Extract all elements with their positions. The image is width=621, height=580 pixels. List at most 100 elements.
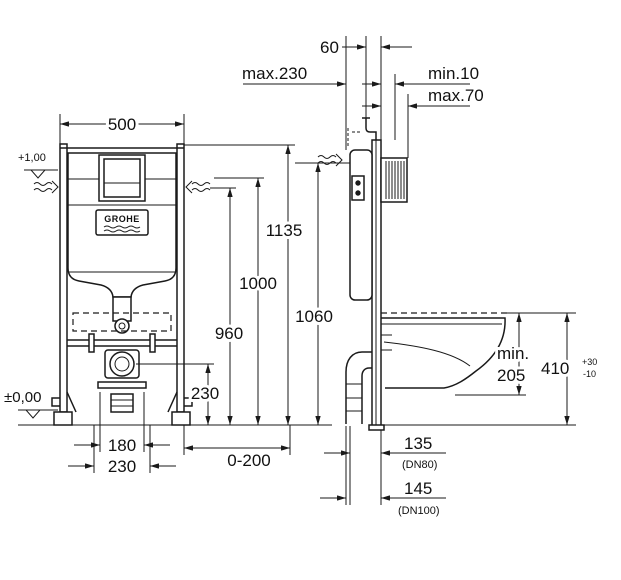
flush-pipe	[112, 296, 132, 322]
bowl-mounting	[88, 333, 156, 353]
drain-pipe	[110, 393, 134, 413]
dimension-60: 60	[320, 38, 412, 57]
inlet-connector-box	[380, 157, 408, 203]
dimension-230-bottom: 230	[68, 425, 176, 476]
dimension-max-70: max.70	[362, 86, 484, 109]
valve-bolt-bottom	[355, 190, 361, 196]
drain-pipe-rings	[111, 399, 133, 407]
dimension-145-label: 145	[404, 479, 432, 498]
flush-plate	[98, 154, 146, 202]
dimension-60-label: 60	[320, 38, 339, 57]
flush-plate-buttons	[103, 158, 141, 198]
valve-bolt-top	[355, 180, 361, 186]
dimension-135-label: 135	[404, 434, 432, 453]
drain-circle	[109, 351, 135, 377]
dimension-180-label: 180	[108, 436, 136, 455]
installation-frame	[51, 143, 193, 426]
frame-left-foot	[53, 411, 73, 426]
bottom-extension-lines	[345, 426, 382, 505]
extension-lines	[99, 392, 145, 452]
dimension-135: 135 (DN80)	[324, 431, 446, 471]
dimension-1135-label: 1135	[266, 221, 303, 240]
dimension-205-min-label: min.	[497, 344, 529, 363]
toilet-bowl	[381, 312, 508, 389]
dimension-1000: 1000	[214, 177, 280, 425]
dimension-410-label: 410	[541, 359, 569, 378]
frame-right-foot	[171, 411, 191, 426]
grohe-logo: GROHE	[95, 209, 149, 236]
logo-waves	[103, 225, 141, 233]
logo-text: GROHE	[104, 214, 140, 224]
dimension-500: 500	[59, 112, 185, 144]
dimension-205-label: 205	[497, 366, 525, 385]
front-view: GROHE +1,00	[4, 112, 350, 476]
level-marker-floor: ±0,00	[4, 389, 58, 419]
dimension-min-10: min.10	[362, 64, 479, 87]
tolerance-minus: -10	[583, 369, 596, 379]
cistern-side	[349, 149, 373, 301]
dimension-410: 410 +30 -10	[505, 312, 597, 425]
frame-left-post	[59, 143, 68, 413]
inlet-thread-hatching	[385, 161, 405, 199]
dimension-1135: 1135	[184, 144, 305, 425]
cistern-bands	[68, 178, 176, 273]
flush-pipe-joint-inner	[118, 322, 126, 330]
level-top-label: +1,00	[18, 152, 46, 164]
actuator-bracket	[362, 117, 377, 140]
dimension-145-dn-label: (DN100)	[398, 505, 440, 517]
pipe-outer	[345, 351, 372, 424]
water-inlet-right-icon	[185, 180, 211, 194]
cistern-side-valve	[351, 175, 365, 201]
dimension-min-10-label: min.10	[428, 64, 479, 83]
frame-right-post	[176, 143, 185, 413]
dimension-205: min. 205	[455, 313, 532, 396]
dimension-max-70-label: max.70	[428, 86, 484, 105]
mounting-bolt-left	[88, 333, 95, 353]
dimension-145: 145 (DN100)	[320, 476, 446, 517]
bowl-inner-curve	[383, 341, 471, 367]
frame-right-brace	[167, 391, 193, 413]
bowl-body	[381, 317, 506, 389]
cistern-side-body	[349, 149, 373, 301]
level-top-triangle-icon	[29, 169, 47, 179]
drain-outlet	[97, 349, 147, 413]
dimension-0-200-label: 0-200	[227, 451, 270, 470]
dimension-230-drain-label: 230	[191, 384, 219, 403]
level-floor-triangle-icon	[24, 409, 42, 419]
side-view: 60 max.230 min.10 max.70	[242, 36, 597, 517]
dimension-960: 960	[210, 187, 246, 425]
drain-plate	[97, 381, 147, 389]
dimension-180: 180	[74, 392, 170, 455]
cistern: GROHE	[67, 152, 177, 334]
dashed-hook	[347, 128, 360, 148]
hidden-bowl-outline	[72, 312, 172, 332]
dimension-500-label: 500	[108, 115, 136, 134]
water-inlet-left-icon	[33, 180, 59, 194]
dimension-1000-label: 1000	[239, 274, 277, 293]
flush-pipe-joint	[114, 318, 130, 334]
dimension-230-drain: 230	[136, 363, 222, 425]
dimension-1060-label: 1060	[295, 307, 333, 326]
frame-side-foot	[368, 424, 385, 431]
mounting-bolt-right	[149, 333, 156, 353]
water-inlet-side-icon	[317, 153, 343, 167]
drain-circle-inner	[114, 356, 130, 372]
bowl-mounting-studs	[381, 334, 392, 351]
top-extension-lines	[345, 36, 409, 158]
drain-pipe-side	[345, 351, 372, 424]
dimension-1060: 1060	[292, 162, 350, 425]
dimension-max-230-label: max.230	[242, 64, 307, 83]
pipe-inner	[361, 367, 372, 424]
frame-left-brace	[51, 391, 77, 413]
pipe-rings	[346, 383, 362, 412]
dimension-0-200: 0-200	[183, 425, 291, 470]
level-floor-label: ±0,00	[4, 389, 41, 406]
dimension-230-bottom-label: 230	[108, 457, 136, 476]
tolerance-plus: +30	[582, 357, 597, 367]
inlet-connector	[380, 157, 408, 203]
extension-lines	[59, 114, 185, 144]
dimension-135-dn-label: (DN80)	[402, 459, 437, 471]
level-marker-top: +1,00	[18, 152, 58, 179]
dimension-max-230: max.230	[242, 64, 346, 87]
